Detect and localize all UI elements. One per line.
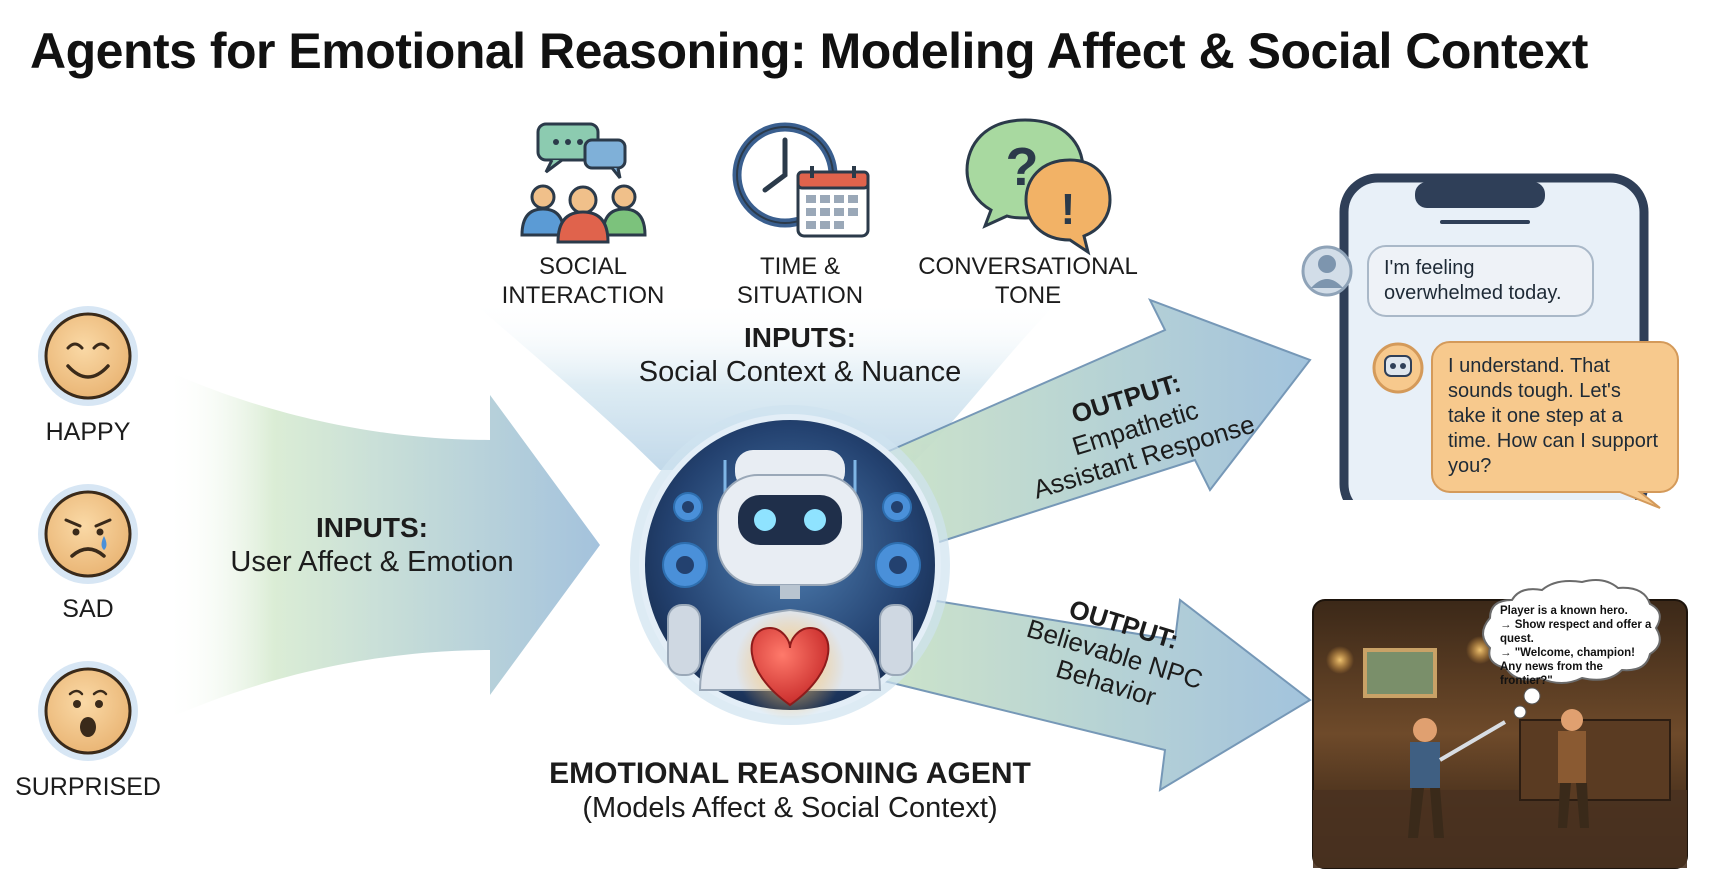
agent-subtitle: (Models Affect & Social Context) <box>582 792 998 824</box>
context-inputs-heading: INPUTS: <box>744 322 856 353</box>
bot-message-text: I understand. That sounds tough. Let's t… <box>1448 355 1659 477</box>
robot-agent-icon <box>630 405 950 725</box>
context-label-social: SOCIAL INTERACTION <box>501 253 665 309</box>
diagram-title: Agents for Emotional Reasoning: Modeling… <box>30 23 1588 79</box>
assistant-output-arrow <box>878 298 1312 547</box>
happy-face-icon <box>38 306 138 406</box>
user-message-text: I'm feeling overwhelmed today. <box>1384 257 1562 304</box>
social-interaction-icon <box>520 122 647 244</box>
user-avatar-icon <box>1301 245 1353 297</box>
npc-output-arrow <box>878 593 1312 792</box>
npc-thought-text: Player is a known hero. → Show respect a… <box>1500 605 1652 687</box>
emotion-label-sad: SAD <box>62 595 114 623</box>
context-inputs-subtitle: Social Context & Nuance <box>638 356 962 388</box>
speech-bubbles-icon: ? ! <box>965 118 1112 256</box>
clock-calendar-icon <box>732 122 870 238</box>
emotion-label-happy: HAPPY <box>45 418 131 446</box>
emotion-label-surprised: SURPRISED <box>15 773 161 801</box>
agent-title: EMOTIONAL REASONING AGENT <box>549 757 1031 790</box>
bot-chat-bubble <box>1431 341 1679 509</box>
sad-face-icon <box>38 484 138 584</box>
user-chat-bubble <box>1367 245 1594 317</box>
hero-character <box>1408 718 1507 838</box>
surprised-face-icon <box>38 661 138 761</box>
user-inputs-subtitle: User Affect & Emotion <box>230 546 514 578</box>
context-label-tone: CONVERSATIONAL TONE <box>918 253 1138 309</box>
user-inputs-heading: INPUTS: <box>316 512 428 543</box>
bot-avatar-icon <box>1372 342 1424 394</box>
npc-character <box>1558 709 1589 828</box>
thought-cloud <box>1482 579 1661 684</box>
exclamation-glyph: ! <box>1061 185 1076 234</box>
context-label-time: TIME & SITUATION <box>736 253 864 309</box>
user-input-arrow <box>165 370 600 720</box>
context-input-funnel <box>470 300 1060 470</box>
